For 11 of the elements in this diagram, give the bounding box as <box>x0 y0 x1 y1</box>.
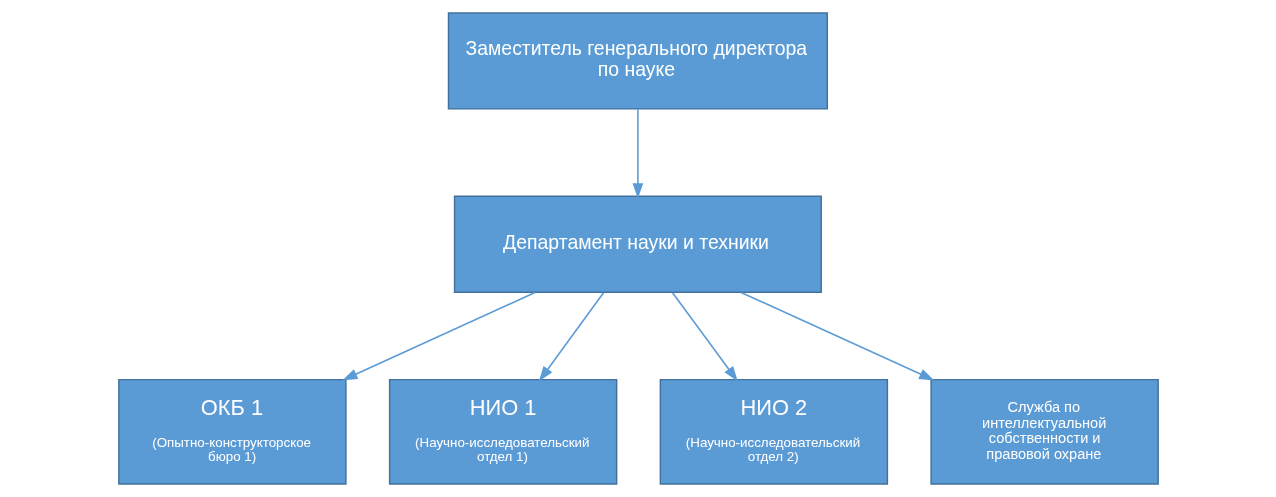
arrow <box>632 108 643 199</box>
arrow <box>739 291 934 381</box>
arrow <box>671 291 738 382</box>
arrow <box>538 291 604 382</box>
node-box: Заместитель генерального директора по науке <box>447 12 828 110</box>
node-box: Департамент науки и техники <box>453 195 822 293</box>
node-box: НИО 1 (Научно-исследовательский отдел 1) <box>388 378 617 485</box>
node-box: НИО 2 (Научно-исследовательский отдел 2) <box>659 378 888 485</box>
node-box: ОКБ 1 (Опытно-конструкторское бюро 1) <box>117 378 347 485</box>
node-box: Служба по интеллектуальной собственности и правовой охране <box>929 378 1159 485</box>
arrow <box>341 291 536 381</box>
